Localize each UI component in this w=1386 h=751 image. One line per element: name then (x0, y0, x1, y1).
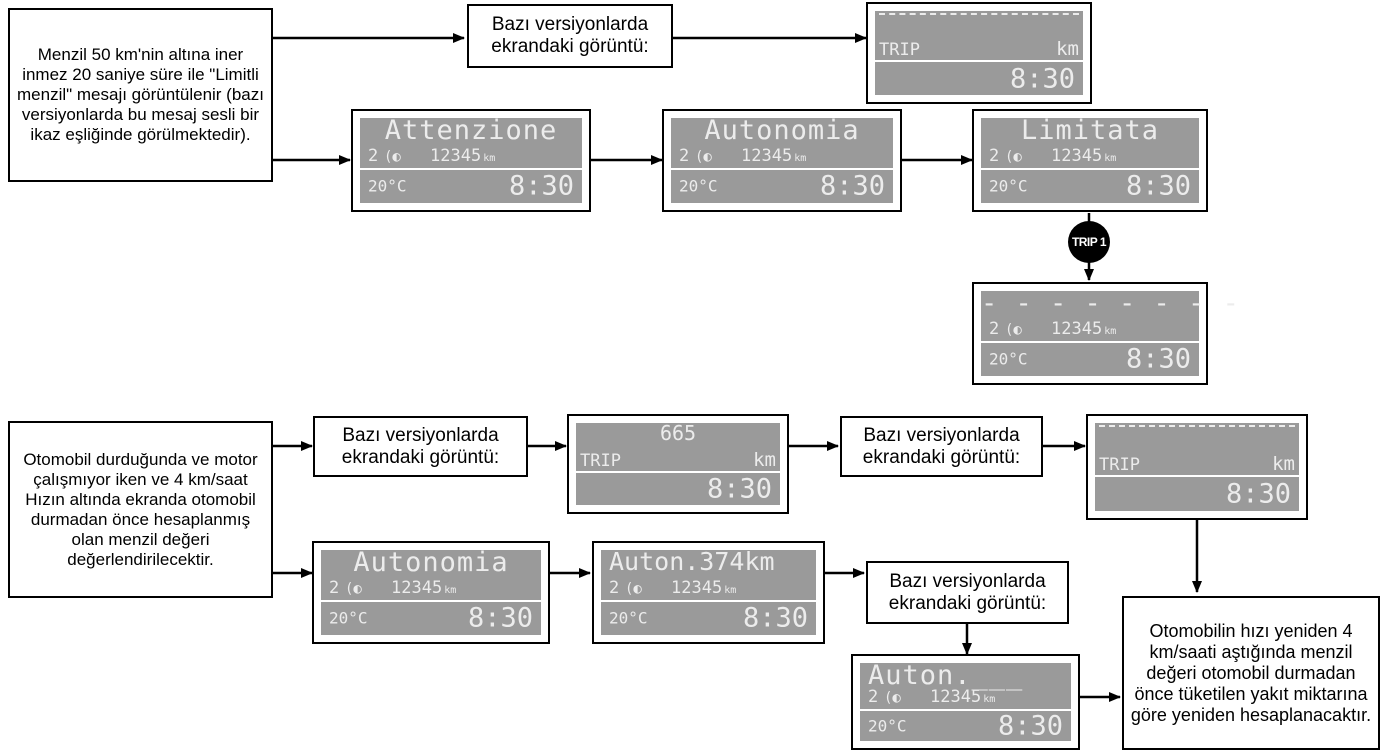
note-vehicle-stopped: Otomobil durduğunda ve motor çalışmıyor … (8, 421, 273, 598)
trip-unit: km (1056, 38, 1079, 61)
display-dashes: - - - - - - - - 2 (◐ 12345 km 20°C 8:30 (972, 282, 1240, 385)
display-title: Attenzione (384, 115, 558, 146)
temperature: 20°C (368, 176, 407, 196)
note-some-versions-2: Bazı versiyonlarda ekrandaki görüntü: (313, 416, 528, 477)
odometer: 12345 (1051, 318, 1103, 339)
trip-unit: km (1272, 452, 1295, 475)
odometer: 12345 (741, 145, 793, 166)
gear-indicator: 2 (989, 318, 1000, 339)
display-auton-blank: Auton.___ 2 (◐ 12345 km 20°C 8:30 (851, 654, 1080, 750)
headlight-icon: (◐ (384, 148, 401, 165)
trip-label: TRIP (580, 451, 621, 471)
display-title: Auton.___ (868, 660, 1024, 691)
headlight-icon: (◐ (1005, 148, 1022, 165)
headlight-icon: (◐ (345, 580, 362, 597)
clock-time: 8:30 (1009, 63, 1075, 95)
note-some-versions-3: Bazı versiyonlarda ekrandaki görüntü: (840, 416, 1043, 477)
trip-button-icon[interactable]: TRIP 1 (1068, 221, 1110, 263)
display-trip-665: 665 TRIP km 8:30 (567, 414, 789, 514)
display-autonomia-1: Autonomia 2 (◐ 12345 km 20°C 8:30 (662, 109, 902, 212)
gear-indicator: 2 (329, 577, 340, 598)
display-limitata: Limitata 2 (◐ 12345 km 20°C 8:30 (972, 109, 1208, 212)
odometer: 12345 (430, 145, 482, 166)
dashes-line (1099, 425, 1295, 427)
odometer-unit: km (983, 693, 996, 705)
headlight-icon: (◐ (1005, 321, 1022, 338)
trip-value: 665 (659, 421, 697, 445)
display-attenzione: Attenzione 2 (◐ 12345 km 20°C 8:30 (351, 109, 591, 212)
odometer-unit: km (1104, 325, 1117, 337)
headlight-icon: (◐ (884, 689, 901, 706)
display-trip-dashes-2: TRIP km 8:30 (1086, 414, 1308, 520)
dashes-line (879, 13, 1079, 15)
clock-time: 8:30 (1225, 478, 1291, 510)
gear-indicator: 2 (609, 577, 620, 598)
trip-label: TRIP (879, 40, 920, 61)
clock-time: 8:30 (1125, 343, 1191, 375)
display-autonomia-2: Autonomia 2 (◐ 12345 km 20°C 8:30 (312, 541, 550, 644)
gear-indicator: 2 (679, 145, 690, 166)
odometer-unit: km (483, 152, 496, 164)
display-title: - - - - - - - - (981, 288, 1240, 319)
clock-time: 8:30 (467, 602, 533, 634)
display-title: Limitata (1020, 115, 1160, 146)
odometer: 12345 (391, 577, 443, 598)
temperature: 20°C (329, 608, 368, 628)
gear-indicator: 2 (368, 145, 379, 166)
clock-time: 8:30 (1125, 170, 1191, 202)
display-auton-374km: Auton.374km 2 (◐ 12345 km 20°C 8:30 (592, 541, 825, 644)
odometer-unit: km (794, 152, 807, 164)
odometer: 12345 (930, 686, 982, 707)
clock-time: 8:30 (742, 602, 808, 634)
clock-time: 8:30 (997, 710, 1063, 742)
odometer: 12345 (671, 577, 723, 598)
odometer-unit: km (444, 584, 457, 596)
display-title: Autonomia (704, 115, 860, 146)
note-range-below-50km: Menzil 50 km'nin altına iner inmez 20 sa… (8, 8, 273, 182)
note-some-versions-1: Bazı versiyonlarda ekrandaki görüntü: (467, 4, 673, 68)
note-speed-over-4kmh: Otomobilin hızı yeniden 4 km/saati aştığ… (1122, 596, 1380, 750)
odometer-unit: km (724, 584, 737, 596)
display-title: Autonomia (353, 547, 509, 578)
gear-indicator: 2 (868, 686, 879, 707)
trip-label: TRIP (1099, 454, 1140, 475)
display-title: Auton.374km (609, 547, 775, 576)
temperature: 20°C (989, 349, 1028, 369)
temperature: 20°C (679, 176, 718, 196)
display-trip-dashes-1: TRIP km 8:30 (866, 2, 1092, 104)
headlight-icon: (◐ (695, 148, 712, 165)
note-some-versions-4: Bazı versiyonlarda ekrandaki görüntü: (866, 561, 1069, 624)
gear-indicator: 2 (989, 145, 1000, 166)
temperature: 20°C (989, 176, 1028, 196)
odometer-unit: km (1104, 152, 1117, 164)
clock-time: 8:30 (508, 170, 574, 202)
headlight-icon: (◐ (625, 580, 642, 597)
odometer: 12345 (1051, 145, 1103, 166)
trip-unit: km (753, 449, 776, 471)
clock-time: 8:30 (706, 473, 772, 505)
temperature: 20°C (609, 608, 648, 628)
clock-time: 8:30 (819, 170, 885, 202)
temperature: 20°C (868, 716, 907, 736)
